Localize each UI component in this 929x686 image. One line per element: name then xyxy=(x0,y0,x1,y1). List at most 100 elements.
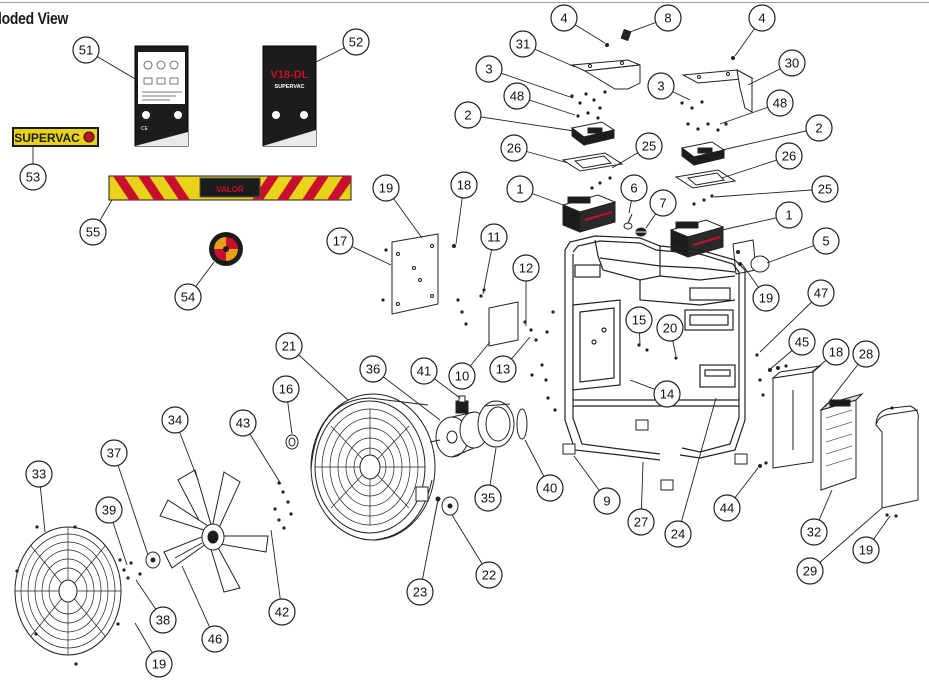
callout-bubble xyxy=(811,175,839,203)
callout-bubble xyxy=(268,598,296,626)
callout-bubble xyxy=(229,409,257,437)
callout-number: 26 xyxy=(507,141,521,156)
callout-number: 21 xyxy=(282,339,296,354)
side-panel xyxy=(771,365,822,469)
callout-bubble xyxy=(25,460,53,488)
callout-leader xyxy=(677,397,717,535)
callout-number: 29 xyxy=(803,564,817,579)
callout-number: 40 xyxy=(543,481,557,496)
callout-number: 1 xyxy=(516,182,523,197)
callout-bubble xyxy=(654,4,682,32)
callout-bubble xyxy=(19,163,47,191)
callout-bubble xyxy=(664,520,692,548)
callout-number: 16 xyxy=(279,382,293,397)
callout-bubble xyxy=(852,536,880,564)
fan-blade xyxy=(159,469,269,593)
supervac-label: SUPERVAC xyxy=(12,127,99,147)
callout-number: 52 xyxy=(349,35,363,50)
callout-number: 3 xyxy=(485,62,492,77)
callout-number: 4 xyxy=(560,11,567,26)
model-decal-subtext: SUPERVAC xyxy=(274,84,304,90)
callout-bubble xyxy=(72,36,100,64)
callout-bubble xyxy=(149,606,177,634)
callout-bubble xyxy=(79,218,107,246)
callout-bubble xyxy=(342,28,370,56)
callout-number: 51 xyxy=(79,43,93,58)
callout-number: 48 xyxy=(773,96,787,111)
callout-bubble xyxy=(788,328,816,356)
rear-cover xyxy=(875,405,919,509)
blade-hub xyxy=(145,551,161,569)
callout-number: 6 xyxy=(630,181,637,196)
callout-bubble xyxy=(653,380,681,408)
callout-number: 36 xyxy=(366,362,380,377)
callout-bubble xyxy=(489,355,517,383)
callout-number: 20 xyxy=(663,321,677,336)
callout-leader xyxy=(467,114,575,132)
callout-number: 30 xyxy=(785,56,799,71)
callout-number: 18 xyxy=(457,178,471,193)
callout-bubble xyxy=(627,508,655,536)
model-decal: V18-DL SUPERVAC xyxy=(262,45,317,147)
callout-bubble xyxy=(748,4,776,32)
battery-left xyxy=(561,194,617,233)
callout-bubble xyxy=(620,174,648,202)
callout-bubble xyxy=(766,89,794,117)
callout-number: 33 xyxy=(32,467,46,482)
callout-bubble xyxy=(406,578,434,606)
callout-leader xyxy=(759,292,822,353)
battery-mount-right xyxy=(680,141,726,166)
connector-part xyxy=(732,239,770,275)
callout-bubble xyxy=(275,332,303,360)
callout-bubble xyxy=(201,625,229,653)
supervac-label-text: SUPERVAC xyxy=(14,131,80,145)
callout-bubble xyxy=(656,314,684,342)
callout-number: 24 xyxy=(671,527,685,542)
callout-bubble xyxy=(593,487,621,515)
callout-bubble xyxy=(448,362,476,390)
callout-number: 47 xyxy=(814,286,828,301)
callout-number: 12 xyxy=(519,261,533,276)
fan-housing xyxy=(310,393,436,541)
callout-bubble xyxy=(805,114,833,142)
callout-number: 23 xyxy=(413,585,427,600)
callout-number: 19 xyxy=(759,291,773,306)
callout-bubble xyxy=(503,82,531,110)
callout-number: 25 xyxy=(818,182,832,197)
callout-number: 45 xyxy=(795,335,809,350)
callout-number: 35 xyxy=(481,491,495,506)
callout-bubble xyxy=(647,72,675,100)
model-decal-text: V18-DL xyxy=(271,69,309,81)
cable-gland xyxy=(455,395,469,414)
callout-bubble xyxy=(649,189,677,217)
callout-number: 46 xyxy=(208,632,222,647)
callout-bubble xyxy=(359,355,387,383)
callout-number: 14 xyxy=(660,387,674,402)
callout-number: 8 xyxy=(664,11,671,26)
callout-bubble xyxy=(852,340,880,368)
end-cap xyxy=(516,408,528,440)
callout-bubble xyxy=(635,132,663,160)
callout-bubble xyxy=(775,201,803,229)
header-rule xyxy=(0,2,929,3)
callout-number: 22 xyxy=(482,568,496,583)
callout-number: 39 xyxy=(102,503,116,518)
top-bracket-left xyxy=(570,59,641,90)
callout-leader xyxy=(270,529,283,613)
callout-leader xyxy=(713,188,826,198)
callout-number: 31 xyxy=(516,37,530,52)
callout-bubble xyxy=(752,284,780,312)
knob-part xyxy=(635,227,647,237)
callout-leader xyxy=(721,127,820,151)
callout-number: 55 xyxy=(86,225,100,240)
callout-bubble xyxy=(800,518,828,546)
callout-bubble xyxy=(550,4,578,32)
circuit-board xyxy=(819,392,864,491)
svg-text:CE: CE xyxy=(141,126,149,132)
callout-bubble xyxy=(536,474,564,502)
callout-number: 44 xyxy=(720,501,734,516)
callout-number: 5 xyxy=(822,234,829,249)
